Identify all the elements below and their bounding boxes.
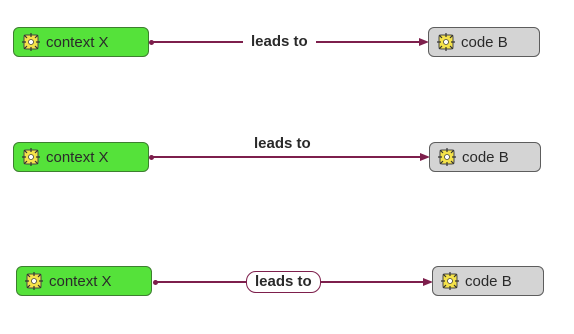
edge-start-dot [149,40,154,45]
edge-arrowhead [420,153,430,161]
context-node-label: context X [46,148,109,166]
context-node-label: context X [49,272,112,290]
context-node-label: context X [46,33,109,51]
code-star-icon [21,147,41,167]
context-node[interactable]: context X [13,27,149,57]
code-star-icon [440,271,460,291]
edge-start-dot [149,155,154,160]
code-star-icon [21,32,41,52]
code-node-label: code B [461,33,508,51]
edge-arrowhead [419,38,429,46]
relation-edge[interactable] [152,156,420,158]
edge-start-dot [153,280,158,285]
edge-arrowhead [423,278,433,286]
context-node[interactable]: context X [13,142,149,172]
context-node[interactable]: context X [16,266,152,296]
relation-label[interactable]: leads to [246,271,321,293]
code-star-icon [436,32,456,52]
code-star-icon [437,147,457,167]
code-node-label: code B [462,148,509,166]
code-star-icon [24,271,44,291]
code-node[interactable]: code B [429,142,541,172]
relation-label[interactable]: leads to [254,135,311,152]
code-node[interactable]: code B [428,27,540,57]
code-node[interactable]: code B [432,266,544,296]
code-node-label: code B [465,272,512,290]
relation-label[interactable]: leads to [243,33,316,51]
